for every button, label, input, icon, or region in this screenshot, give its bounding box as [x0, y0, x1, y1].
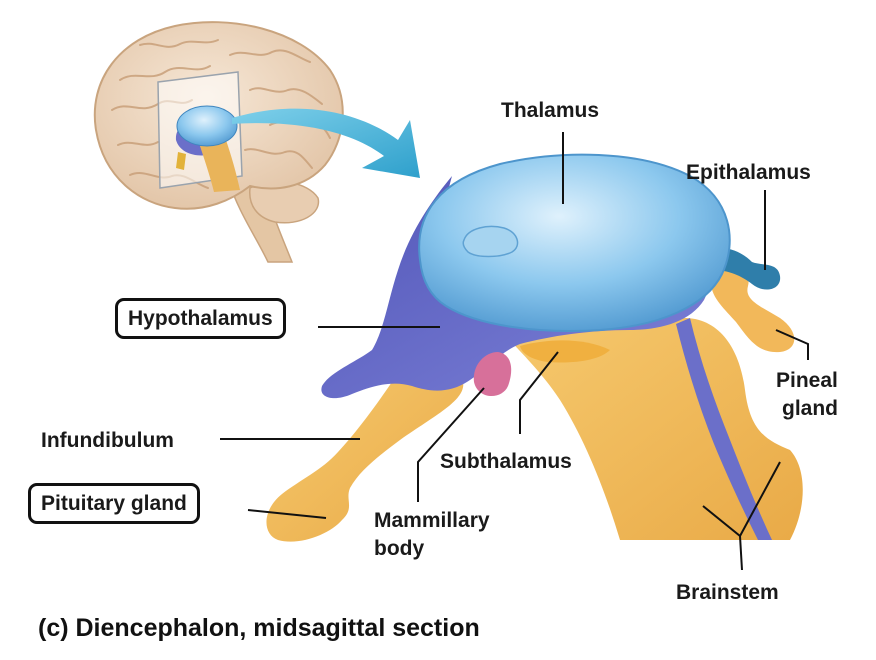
label-brainstem: Brainstem — [676, 581, 779, 604]
thalamus-shape — [418, 153, 731, 332]
brainstem-region — [510, 317, 803, 540]
leader-lines — [220, 132, 809, 571]
mini-thalamus — [176, 105, 238, 147]
label-mammillary-line1: Mammillary — [374, 509, 490, 532]
label-mammillary-line2: body — [374, 537, 425, 560]
pointer-arrow — [232, 108, 420, 178]
label-subthalamus: Subthalamus — [440, 450, 572, 473]
label-thalamus: Thalamus — [501, 99, 600, 122]
subthalamus-shape — [520, 340, 610, 363]
leader-pineal — [775, 329, 809, 360]
mini-brainstem — [198, 140, 240, 192]
hypothalamus-shape — [321, 176, 714, 399]
figure-caption: (c) Diencephalon, midsagittal section — [38, 614, 480, 642]
label-pineal-line1: Pineal — [776, 369, 838, 392]
label-epithalamus: Epithalamus — [686, 161, 811, 184]
mini-pituitary — [176, 152, 186, 170]
mammillary-body-shape — [473, 352, 512, 397]
hypothalamus-posterior-strip — [676, 318, 772, 540]
pineal-gland-shape — [711, 266, 795, 353]
label-pituitary-gland: Pituitary gland — [28, 483, 200, 524]
label-pineal-line2: gland — [782, 397, 838, 420]
leader-mammillary — [417, 387, 485, 502]
label-infundibulum: Infundibulum — [41, 429, 174, 452]
epithalamus-shape — [712, 247, 781, 290]
leader-pituitary — [247, 509, 327, 519]
leader-subthalamus — [519, 351, 559, 434]
intermediate-mass — [462, 225, 519, 258]
brain-inset — [93, 21, 344, 263]
leader-brainstem-2 — [739, 461, 781, 537]
label-hypothalamus: Hypothalamus — [115, 298, 286, 339]
infundibulum-shape — [266, 370, 464, 542]
